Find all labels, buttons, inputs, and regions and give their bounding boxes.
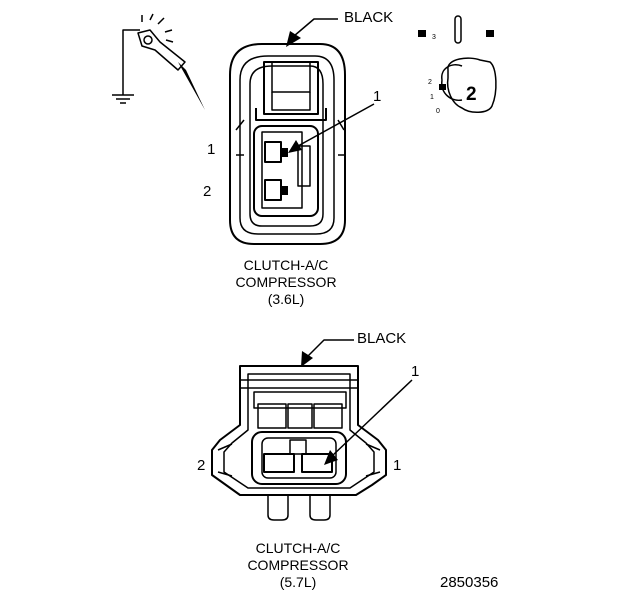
pin-label-1-bottom: 1 [393,457,402,474]
callout-leader-bottom [324,379,413,465]
meter-scale-1: 1 [430,94,434,101]
pin-1-terminal [264,141,288,163]
color-label-top: BLACK [344,9,394,26]
connector-top-body [229,43,346,245]
pin-label-2-bottom: 2 [197,457,206,474]
black-leader-bottom [301,339,354,367]
caption-top: CLUTCH-A/C COMPRESSOR (3.6L) [196,257,376,308]
meter-position-value: 2 [466,84,477,105]
connector-bottom-body [211,365,387,496]
caption-top-line-1: CLUTCH-A/C [243,257,329,273]
meter-scale-0: 0 [436,108,440,115]
caption-bottom-line-3: (5.7L) [279,574,317,590]
test-probe-icon [112,13,205,110]
connector-bottom-cavities [251,431,347,485]
caption-bottom-line-2: COMPRESSOR [247,557,349,573]
black-leader-top [286,18,338,47]
caption-bottom-line-1: CLUTCH-A/C [255,540,341,556]
figure-number: 2850356 [440,574,499,591]
meter-scale-2: 2 [428,79,432,86]
pin-label-1-top: 1 [207,141,216,158]
connector-bottom-mount-tabs [267,495,331,521]
connector-top-cavities [253,125,319,217]
pin-2-terminal [264,179,288,201]
caption-top-line-3: (3.6L) [267,291,305,307]
meter-scale-3: 3 [432,34,436,41]
caption-bottom: CLUTCH-A/C COMPRESSOR (5.7L) [208,540,388,591]
caption-top-line-2: COMPRESSOR [235,274,337,290]
pin-label-2-top: 2 [203,183,212,200]
connector-top-latch [255,61,327,121]
callout-leader-top [288,103,375,153]
color-label-bottom: BLACK [357,330,407,347]
callout-number-bottom: 1 [411,363,420,380]
callout-number-top: 1 [373,88,382,105]
meter-switch-icon [418,15,497,113]
